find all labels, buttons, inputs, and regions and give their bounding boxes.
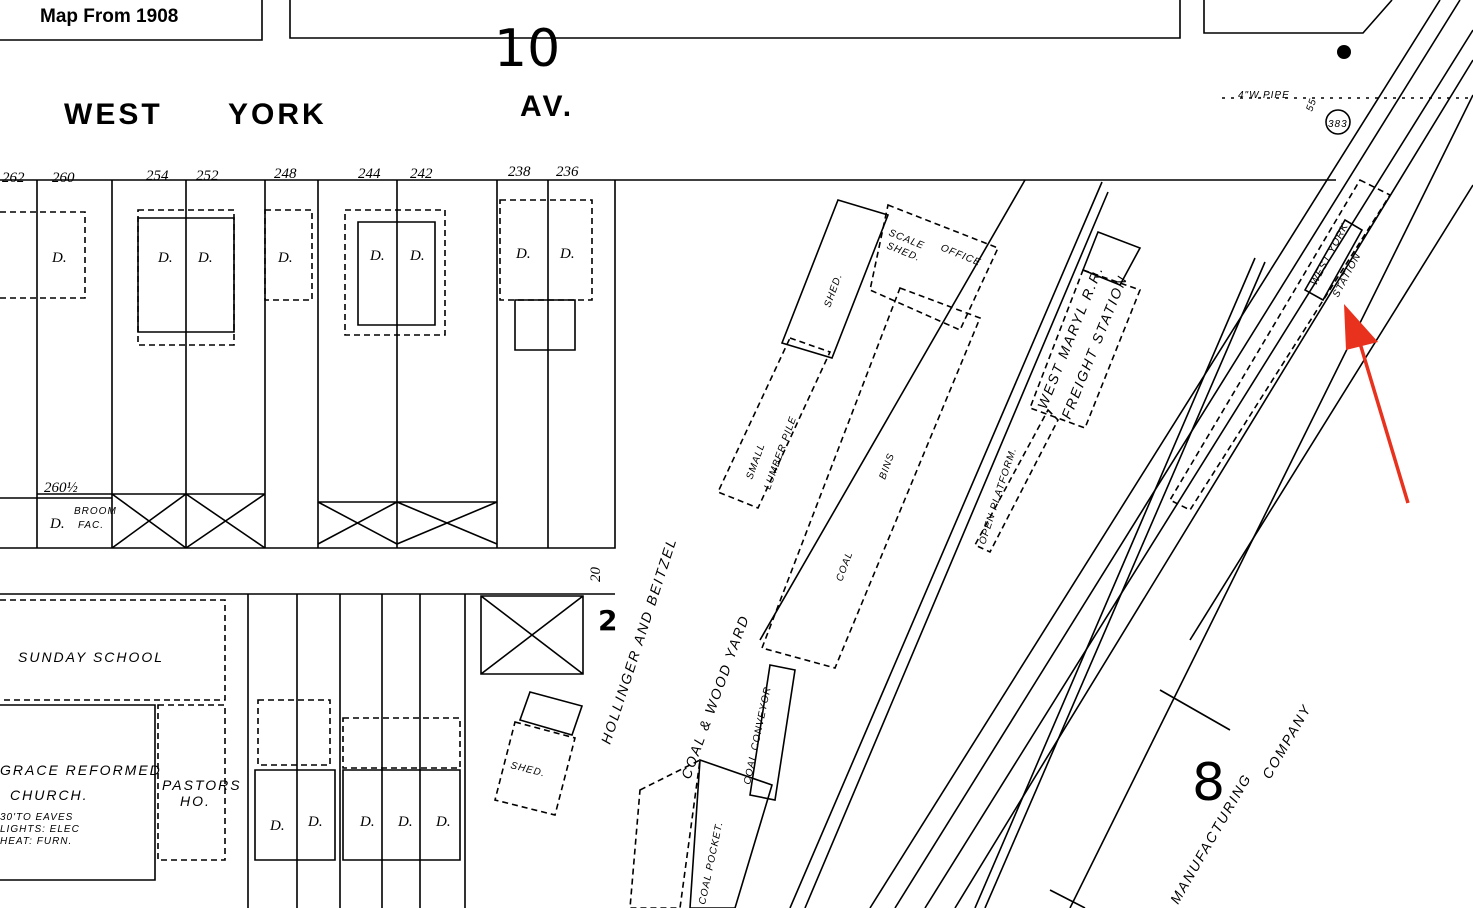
sunday-school-label: SUNDAY SCHOOL bbox=[18, 649, 164, 665]
arrow-head bbox=[1344, 304, 1378, 350]
street-name-west: WEST bbox=[64, 98, 163, 131]
shed-block-2 bbox=[480, 595, 584, 675]
pastors-house-label: HO. bbox=[180, 793, 211, 809]
map-caption: Map From 1908 bbox=[40, 6, 179, 27]
coal-bins-label: BINS bbox=[877, 452, 897, 481]
block-number-8: 8 bbox=[1192, 753, 1225, 813]
dwellings bbox=[0, 199, 593, 549]
shed-lower bbox=[494, 721, 576, 816]
pastors-house-label: PASTORS bbox=[162, 777, 242, 793]
dwelling-label: D. bbox=[269, 818, 285, 834]
dwelling-label: D. bbox=[409, 248, 425, 264]
lot-number: 252 bbox=[196, 168, 219, 184]
lot-number: 260 bbox=[52, 170, 75, 186]
lot-number: 262 bbox=[2, 170, 25, 186]
street-name-york: YORK bbox=[228, 98, 327, 131]
coal-wood-yard-label: COAL & WOOD YARD bbox=[678, 612, 752, 781]
caption-box-border bbox=[0, 0, 263, 41]
lot-number: 20 bbox=[588, 567, 604, 583]
hydrant-dot bbox=[1337, 45, 1351, 59]
dwelling-label: D. bbox=[307, 814, 323, 830]
hydrant-number: 383 bbox=[1328, 119, 1348, 130]
lot-number: 236 bbox=[556, 164, 579, 180]
dwelling-label: D. bbox=[197, 250, 213, 266]
hydrant-circle bbox=[1325, 109, 1351, 135]
shed-upper bbox=[518, 691, 584, 736]
red-arrow-annotation bbox=[1344, 304, 1410, 504]
church-name-label: GRACE REFORMED bbox=[0, 762, 162, 778]
block-number-2: 2 bbox=[598, 604, 617, 637]
dwelling-label: D. bbox=[359, 814, 375, 830]
arrow-shaft bbox=[1354, 329, 1410, 504]
broom-factory-label: FAC. bbox=[78, 520, 104, 531]
lumber-pile-label: LUMBER PILE bbox=[762, 415, 799, 491]
lumber-pile-label: SMALL bbox=[744, 442, 767, 481]
railroad-tracks bbox=[759, 0, 1473, 908]
shed-label: SHED. bbox=[509, 760, 546, 779]
dwelling-label: D. bbox=[515, 246, 531, 262]
block-northeast-outline bbox=[1203, 0, 1393, 34]
coal-yard-buildings bbox=[629, 199, 1000, 908]
dwelling-label: D. bbox=[49, 516, 65, 532]
church-name-label: CHURCH. bbox=[10, 787, 89, 803]
block-number-10: 10 bbox=[494, 19, 560, 79]
church-note: LIGHTS: ELEC bbox=[0, 824, 80, 835]
dwelling-label: D. bbox=[277, 250, 293, 266]
hollinger-beitzel-label: HOLLINGER AND BEITZEL bbox=[598, 535, 680, 746]
dwelling-label: D. bbox=[435, 814, 451, 830]
west-york-station-label: STATION bbox=[1331, 251, 1364, 299]
conveyor-label: COAL CONVEYOR bbox=[742, 685, 774, 785]
dwelling-label: D. bbox=[51, 250, 67, 266]
pipe-size-label: 55 bbox=[1304, 97, 1319, 113]
company-lot-line-2 bbox=[1049, 889, 1086, 908]
west-york-station-building bbox=[1168, 178, 1392, 512]
block-10-outline bbox=[289, 0, 1181, 39]
caption-box: Map From 1908 bbox=[0, 0, 262, 40]
dwelling-label: D. bbox=[397, 814, 413, 830]
lot-lines bbox=[0, 180, 616, 908]
lot-number: 254 bbox=[146, 168, 169, 184]
office-label: OFFICE bbox=[939, 243, 983, 269]
lot-number: 242 bbox=[410, 166, 433, 182]
coal-pocket-label: COAL POCKET. bbox=[697, 820, 725, 905]
lot-number: 248 bbox=[274, 166, 297, 182]
open-platform-label: OPEN PLATFORM. bbox=[977, 446, 1019, 546]
church-note: 30'TO EAVES bbox=[0, 812, 73, 823]
company-lot-line bbox=[1159, 689, 1231, 731]
broom-factory-label: BROOM bbox=[74, 506, 117, 517]
freight-station-building bbox=[973, 230, 1142, 554]
dwelling-label: D. bbox=[369, 248, 385, 264]
lot-number: 244 bbox=[358, 166, 381, 182]
company-label: COMPANY bbox=[1259, 701, 1315, 782]
lot-number: 260½ bbox=[44, 480, 78, 496]
lot-number: 238 bbox=[508, 164, 531, 180]
coal-bins-label: COAL bbox=[834, 550, 855, 583]
dwelling-label: D. bbox=[559, 246, 575, 262]
dwelling-label: D. bbox=[157, 250, 173, 266]
street-suffix: AV. bbox=[520, 90, 574, 123]
church-buildings bbox=[0, 599, 461, 881]
water-pipe-label: 4"W.PIPE bbox=[1238, 90, 1290, 101]
shed-label: SHED. bbox=[822, 272, 844, 309]
church-note: HEAT: FURN. bbox=[0, 836, 72, 847]
